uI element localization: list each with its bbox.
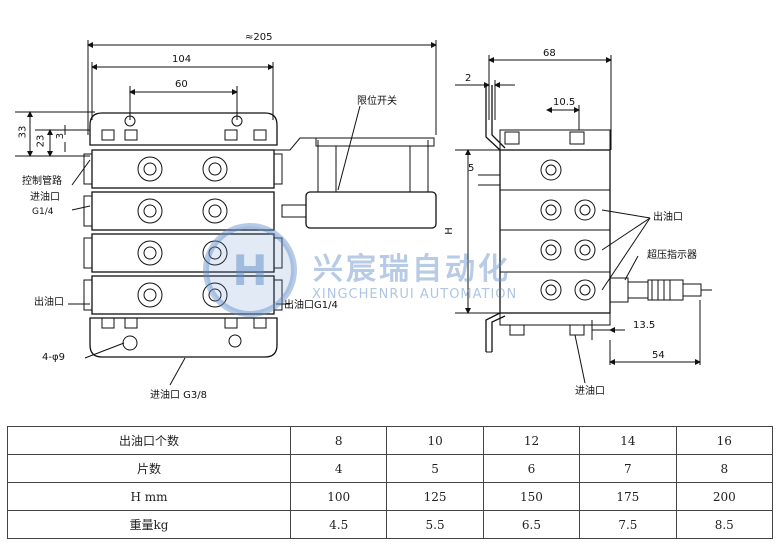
table-row: 片数 4 5 6 7 8	[7, 454, 774, 483]
table-row: 重量kg 4.5 5.5 6.5 7.5 8.5	[7, 510, 774, 539]
table-cell: 8	[289, 426, 388, 455]
dim-54: 54	[652, 350, 665, 361]
table-cell: 125	[386, 482, 484, 511]
table-cell: 100	[289, 482, 388, 511]
watermark-en: XINGCHENRUI AUTOMATION	[312, 287, 518, 302]
label-inlet-side: 进油口	[575, 386, 605, 397]
label-holes: 4-φ9	[42, 352, 65, 363]
watermark-cn: 兴宸瑞自动化	[313, 252, 511, 287]
table-cell: 6.5	[482, 510, 581, 539]
table-cell: 5	[386, 454, 484, 483]
table-cell: 7	[579, 454, 677, 483]
table-cell: 175	[579, 482, 677, 511]
table-cell: 14	[579, 426, 677, 455]
table-cell: 4.5	[289, 510, 388, 539]
drawing-svg: H	[15, 40, 712, 386]
spec-table: 出油口个数 8 10 12 14 16 片数 4 5 6 7 8 H mm 10…	[7, 426, 774, 539]
dim-10-5: 10.5	[553, 97, 576, 108]
table-cell: 10	[386, 426, 484, 455]
table-cell: 16	[675, 426, 774, 455]
table-cell: 5.5	[386, 510, 484, 539]
label-inlet-bottom: 进油口 G3/8	[150, 390, 208, 401]
table-cell: 4	[289, 454, 388, 483]
label-inlet-g14: 进油口	[30, 192, 60, 203]
row-label: 重量kg	[7, 510, 291, 539]
dim-68: 68	[543, 48, 556, 59]
dim-13-5: 13.5	[633, 320, 656, 331]
table-cell: 8	[675, 454, 774, 483]
label-overpressure: 超压指示器	[647, 250, 697, 261]
overpressure-indicator	[609, 277, 629, 303]
outlet-ports	[137, 156, 228, 308]
dim-H: H	[443, 227, 455, 235]
label-outlet-side: 出油口	[653, 212, 683, 223]
table-cell: 8.5	[675, 510, 774, 539]
technical-drawing: H ≈205 104 60 33 23 3 限位开关 控制管路 进油口 G1/4…	[15, 32, 712, 401]
label-limit-switch: 限位开关	[357, 96, 397, 107]
dim-2: 2	[465, 73, 472, 84]
dim-height-23: 23	[35, 134, 47, 148]
table-cell: 7.5	[579, 510, 677, 539]
row-label: 片数	[7, 454, 291, 483]
limit-switch-body	[305, 191, 437, 229]
label-outlet-right: 出油口G1/4	[284, 300, 338, 311]
dim-height-33: 33	[17, 125, 29, 139]
row-label: 出油口个数	[7, 426, 291, 455]
label-inlet-g14-size: G1/4	[32, 207, 54, 217]
label-control-pipe: 控制管路	[22, 176, 62, 187]
watermark-logo: H	[203, 223, 297, 317]
table-cell: 150	[482, 482, 581, 511]
dim-bolt-spacing: 60	[175, 79, 188, 90]
dim-width: 104	[172, 54, 192, 65]
row-label: H mm	[7, 482, 291, 511]
svg-text:H: H	[232, 246, 267, 295]
dim-5: 5	[468, 163, 475, 174]
label-outlet-left: 出油口	[34, 297, 64, 308]
dim-height-3: 3	[55, 132, 67, 140]
dim-overall: ≈205	[245, 32, 273, 43]
table-row: H mm 100 125 150 175 200	[7, 482, 774, 511]
table-cell: 6	[482, 454, 581, 483]
table-cell: 12	[482, 426, 581, 455]
table-row: 出油口个数 8 10 12 14 16	[7, 426, 774, 455]
table-cell: 200	[675, 482, 774, 511]
